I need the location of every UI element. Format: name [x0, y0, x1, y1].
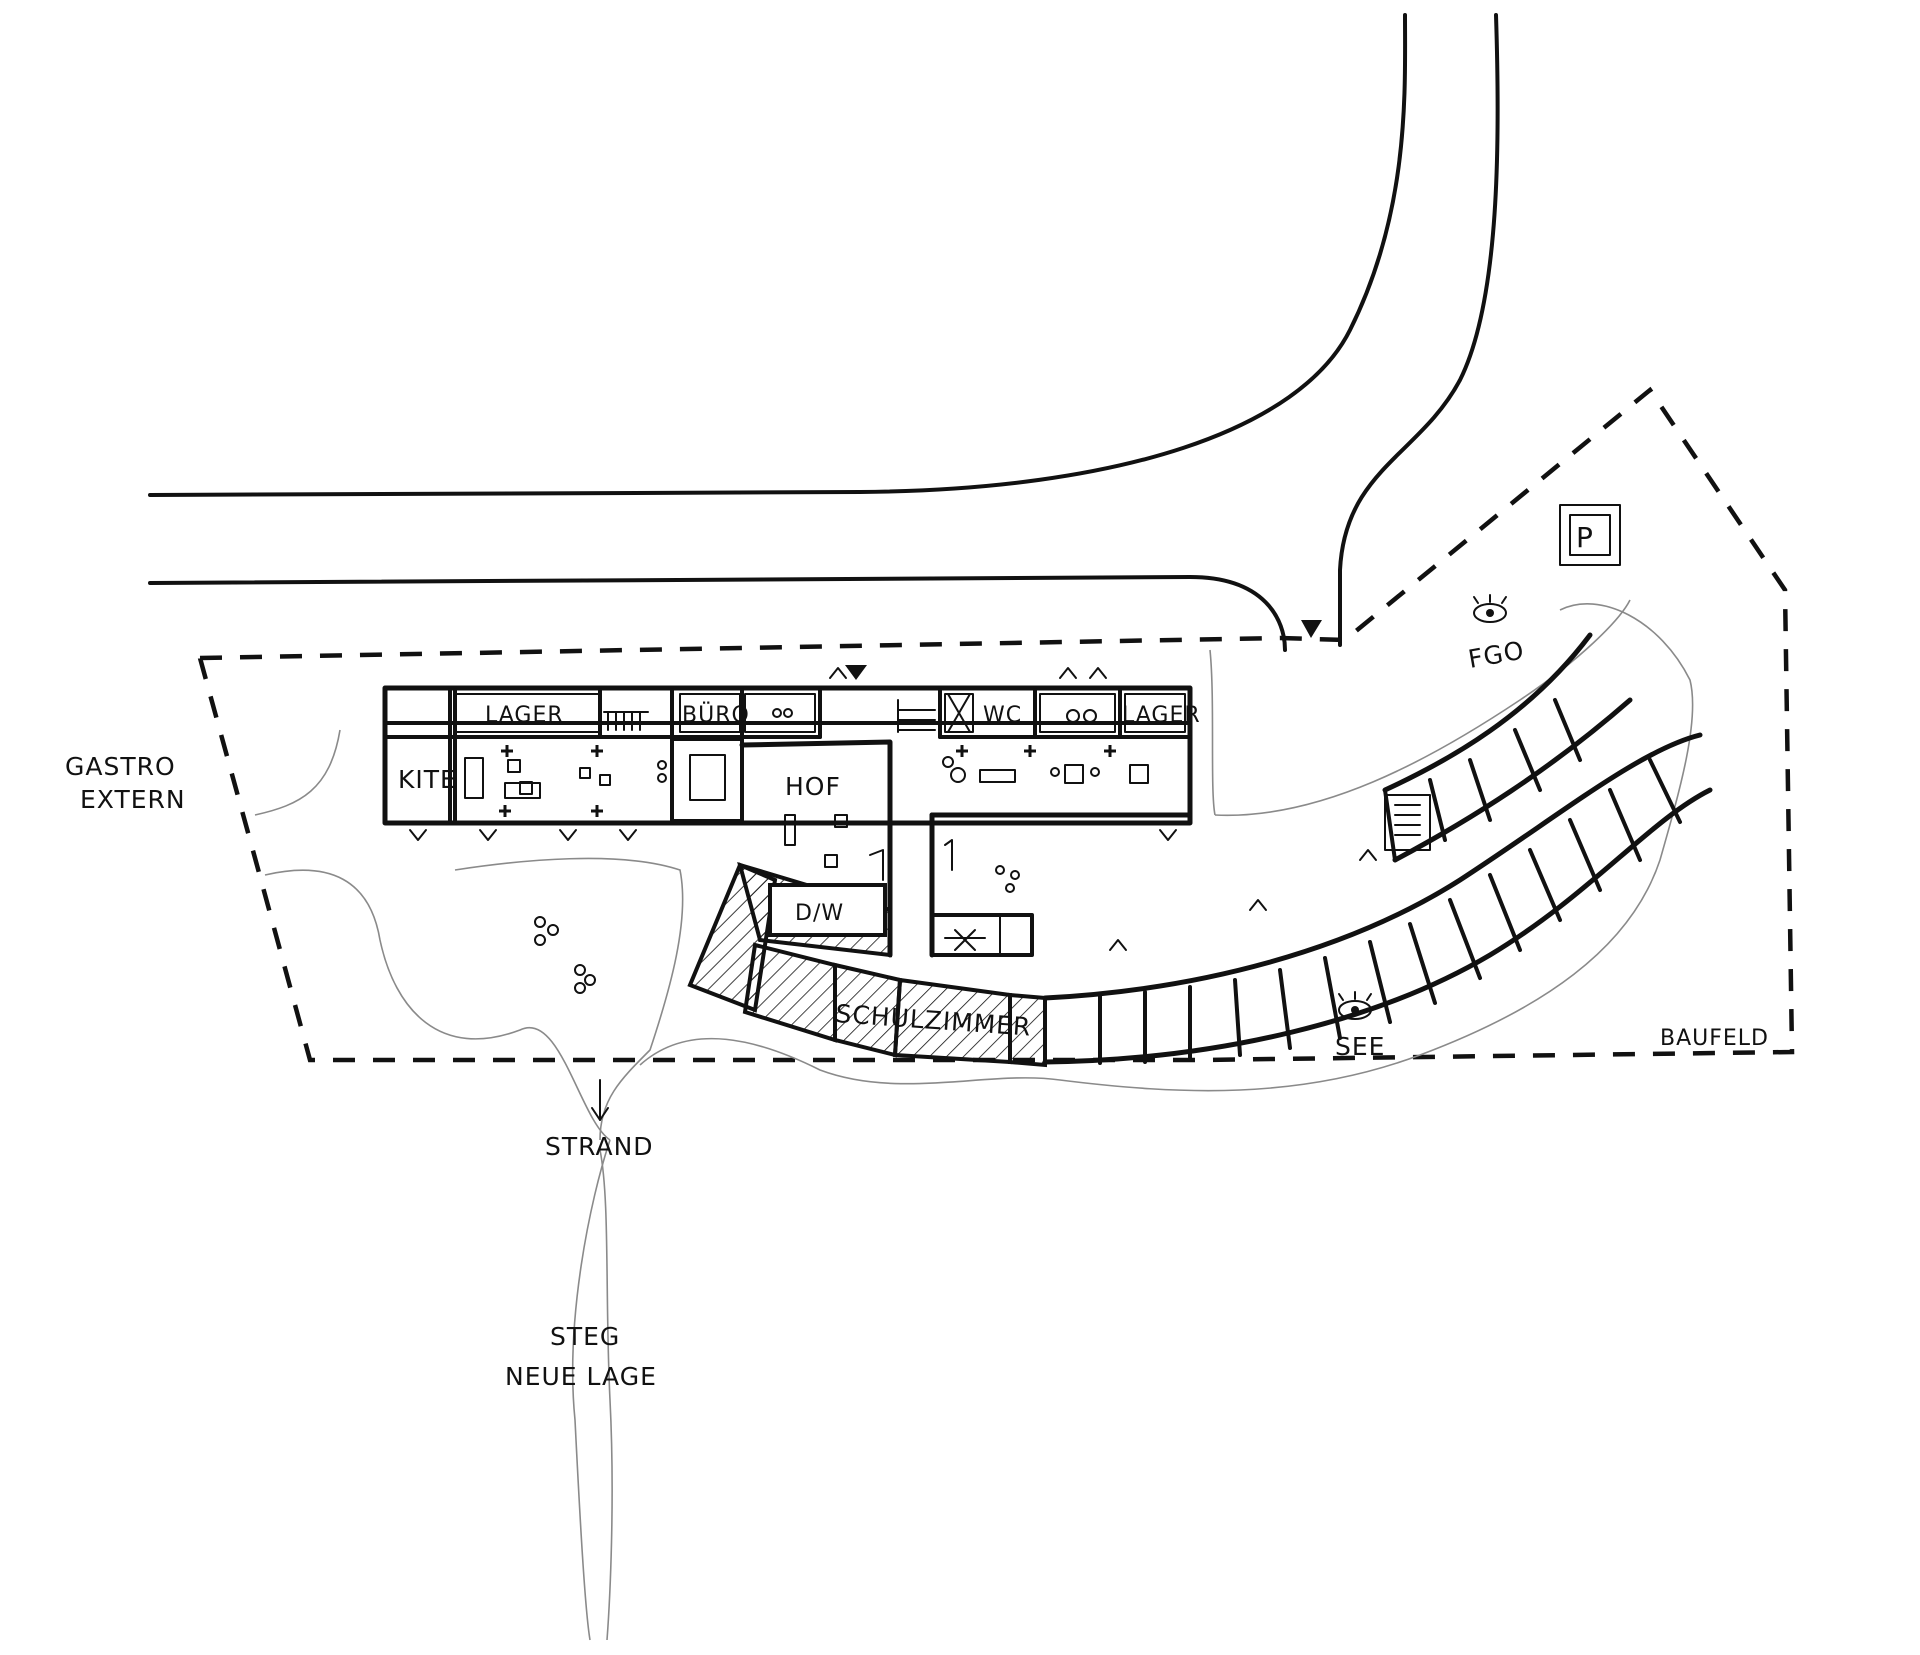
parking-label: P [1576, 521, 1594, 554]
strand-arrow-icon [591, 1079, 609, 1121]
room-label-lager-2: LAGER [1122, 703, 1201, 728]
eye-icon [1338, 991, 1372, 1020]
label-steg: STEG [550, 1322, 620, 1351]
room-label-buro: BÜRO [682, 702, 750, 728]
room-label-lager: LAGER [485, 703, 564, 728]
parking-icon [1559, 504, 1621, 566]
room-label-wc: WC [983, 703, 1022, 728]
room-label-dusche: D/W [795, 901, 844, 926]
door-markers [409, 667, 1377, 951]
north-wing [382, 665, 1193, 826]
room-label-hof: HOF [785, 772, 841, 801]
label-baufeld: BAUFELD [1660, 1026, 1769, 1051]
courtyard-hof [534, 739, 1193, 994]
baufeld-boundary [197, 386, 1795, 1063]
entrance-arrow-icon [1301, 620, 1322, 638]
label-see: SEE [1335, 1032, 1385, 1061]
curved-wing [1042, 632, 1713, 1065]
label-gastro: GASTRO [65, 752, 176, 781]
room-label-kite: KITE [398, 765, 457, 794]
label-fgo: FGO [1466, 636, 1527, 674]
schulzimmer-wing [687, 862, 1047, 1068]
label-strand: STRAND [545, 1132, 654, 1161]
landscape-lines [254, 599, 1694, 1641]
eye-icon [1473, 594, 1507, 623]
label-extern: EXTERN [80, 785, 186, 814]
road [148, 13, 1500, 652]
label-neue-lage: NEUE LAGE [505, 1362, 657, 1391]
